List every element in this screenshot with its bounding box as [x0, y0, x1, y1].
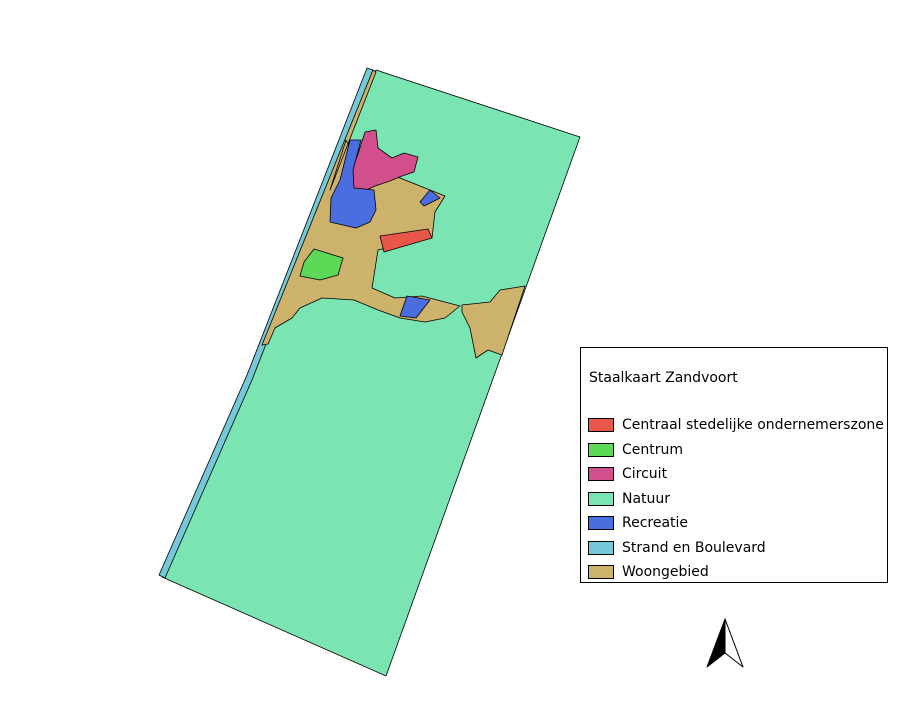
legend-item-circuit: Circuit	[588, 462, 884, 487]
legend-item-natuur: Natuur	[588, 487, 884, 512]
legend-item-label: Centraal stedelijke ondernemerszone	[622, 417, 884, 434]
zone-recreatie-south	[399, 295, 431, 319]
north-arrow-right-half	[724, 618, 744, 668]
zone-recreatie-nw	[329, 139, 377, 229]
legend-item-recreatie: Recreatie	[588, 511, 884, 536]
legend-swatch	[588, 418, 614, 433]
legend-item-strand-en-boulevard: Strand en Boulevard	[588, 536, 884, 561]
legend-item-label: Recreatie	[622, 515, 689, 532]
legend-item-label: Circuit	[622, 466, 668, 483]
legend-item-centraal-stedelijke: Centraal stedelijke ondernemerszone	[588, 413, 884, 438]
legend-swatch	[588, 516, 614, 531]
legend-swatch	[588, 565, 614, 580]
legend-item-label: Centrum	[622, 441, 684, 458]
legend-swatch	[588, 540, 614, 555]
legend: Staalkaart Zandvoort Centraal stedelijke…	[580, 347, 888, 583]
legend-item-woongebied: Woongebied	[588, 560, 884, 585]
north-arrow-left-half	[706, 618, 726, 668]
legend-swatch	[588, 442, 614, 457]
zone-recreatie-ne	[419, 189, 441, 207]
legend-item-centrum: Centrum	[588, 438, 884, 463]
legend-title: Staalkaart Zandvoort	[589, 370, 738, 386]
legend-item-label: Natuur	[622, 490, 671, 507]
zone-woongebied-east	[461, 285, 526, 359]
legend-swatch	[588, 467, 614, 482]
legend-list: Centraal stedelijke ondernemerszone Cent…	[588, 413, 884, 585]
legend-item-label: Strand en Boulevard	[622, 539, 766, 556]
zone-centraal-stedelijke	[379, 228, 433, 253]
north-arrow-icon	[706, 618, 744, 668]
legend-swatch	[588, 491, 614, 506]
zone-centrum	[299, 248, 344, 281]
legend-item-label: Woongebied	[622, 564, 709, 581]
